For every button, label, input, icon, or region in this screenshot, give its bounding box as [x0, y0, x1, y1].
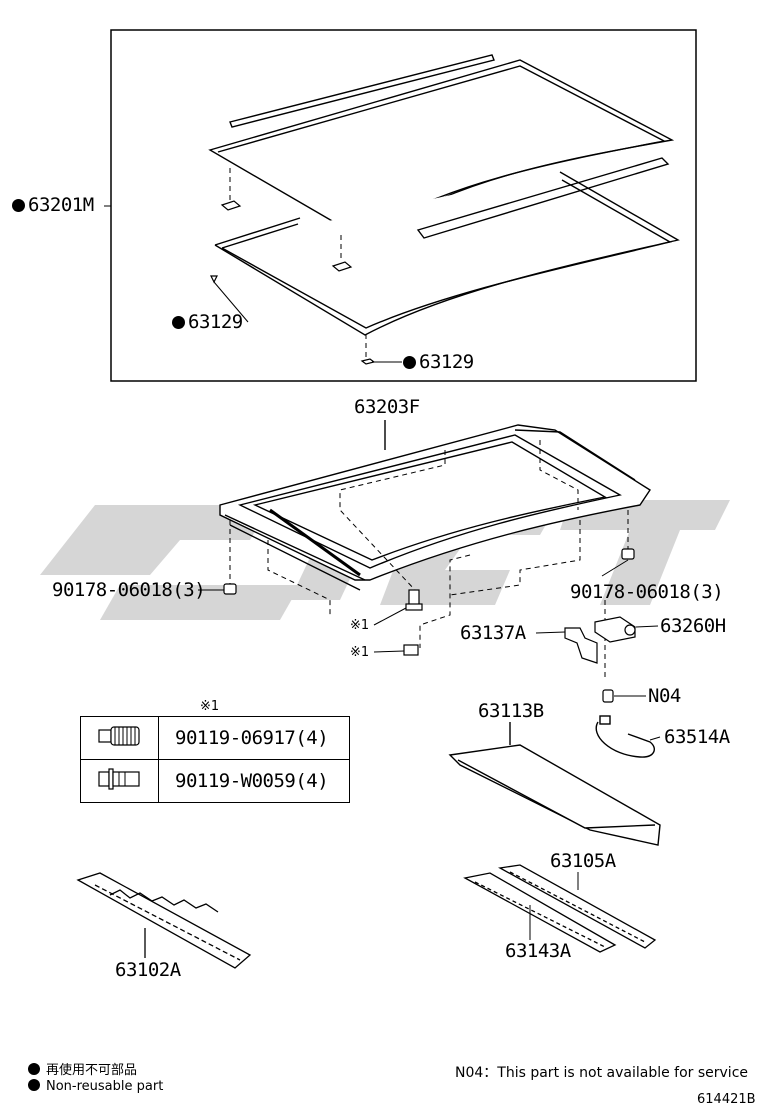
motor-63260H — [594, 616, 636, 643]
label-63105A: 63105A — [550, 850, 616, 872]
fastener-icon-cell — [80, 759, 159, 803]
reinforcement-63102A — [76, 872, 252, 969]
fastener-table-ref: ※1 — [200, 699, 220, 714]
label-63514A: 63514A — [664, 726, 730, 748]
leader-lines-middle — [198, 559, 661, 741]
bolt-ref1-b — [403, 644, 419, 656]
glass-clips — [210, 200, 376, 365]
non-reusable-dot-icon — [172, 316, 185, 329]
fastener-icon-cell — [80, 716, 159, 760]
leader-lines-upper — [104, 205, 402, 363]
bracket-63137A — [564, 627, 598, 664]
fastener-table: 90119-06917(4) 90119-W0059(4) — [80, 716, 350, 803]
label-63137A: 63137A — [460, 622, 526, 644]
fastener-part-number: 90119-W0059(4) — [158, 759, 350, 803]
label-63129-b: 63129 — [403, 353, 474, 372]
label-63201M: 63201M — [12, 196, 94, 215]
service-note: N04：This part is not available for servi… — [455, 1065, 749, 1081]
label-N04: N04 — [648, 685, 681, 707]
leader-lines-lower — [529, 872, 579, 940]
non-reusable-dot-icon — [12, 199, 25, 212]
bolt-ref1-a — [405, 589, 423, 611]
sunroof-housing — [219, 420, 651, 591]
grommet-right — [621, 548, 635, 560]
label-63260H: 63260H — [660, 615, 726, 637]
non-reusable-dot-icon — [403, 356, 416, 369]
label-63203F: 63203F — [354, 396, 420, 418]
label-ref1-a: ※1 — [350, 618, 370, 633]
cable-63514A — [595, 715, 655, 758]
fastener-part-number: 90119-06917(4) — [158, 716, 350, 760]
legend-jp: 再使用不可部品 — [28, 1059, 137, 1078]
bolt-icon — [97, 726, 140, 746]
rail-63143A — [463, 872, 617, 953]
part-N04 — [602, 689, 614, 703]
diagram-code: 614421B — [697, 1092, 756, 1107]
label-90178-right: 90178-06018(3) — [570, 581, 724, 603]
roof-glass-lower — [214, 157, 680, 336]
label-63113B: 63113B — [478, 700, 544, 722]
label-63129-a: 63129 — [172, 313, 243, 332]
label-90178-left: 90178-06018(3) — [52, 579, 206, 601]
non-reusable-dot-icon — [28, 1063, 40, 1075]
rail-63105A — [498, 864, 657, 949]
label-63143A: 63143A — [505, 940, 571, 962]
table-row: 90119-06917(4) — [80, 716, 350, 760]
label-ref1-b: ※1 — [350, 645, 370, 660]
non-reusable-dot-icon — [28, 1079, 40, 1091]
flange-bolt-icon — [97, 768, 140, 790]
table-row: 90119-W0059(4) — [80, 759, 350, 803]
label-63102A: 63102A — [115, 959, 181, 981]
clip-dash-lines — [229, 168, 367, 358]
grommet-left — [223, 583, 237, 595]
legend-en: Non-reusable part — [28, 1079, 163, 1094]
sunshade-63113B — [448, 722, 661, 846]
